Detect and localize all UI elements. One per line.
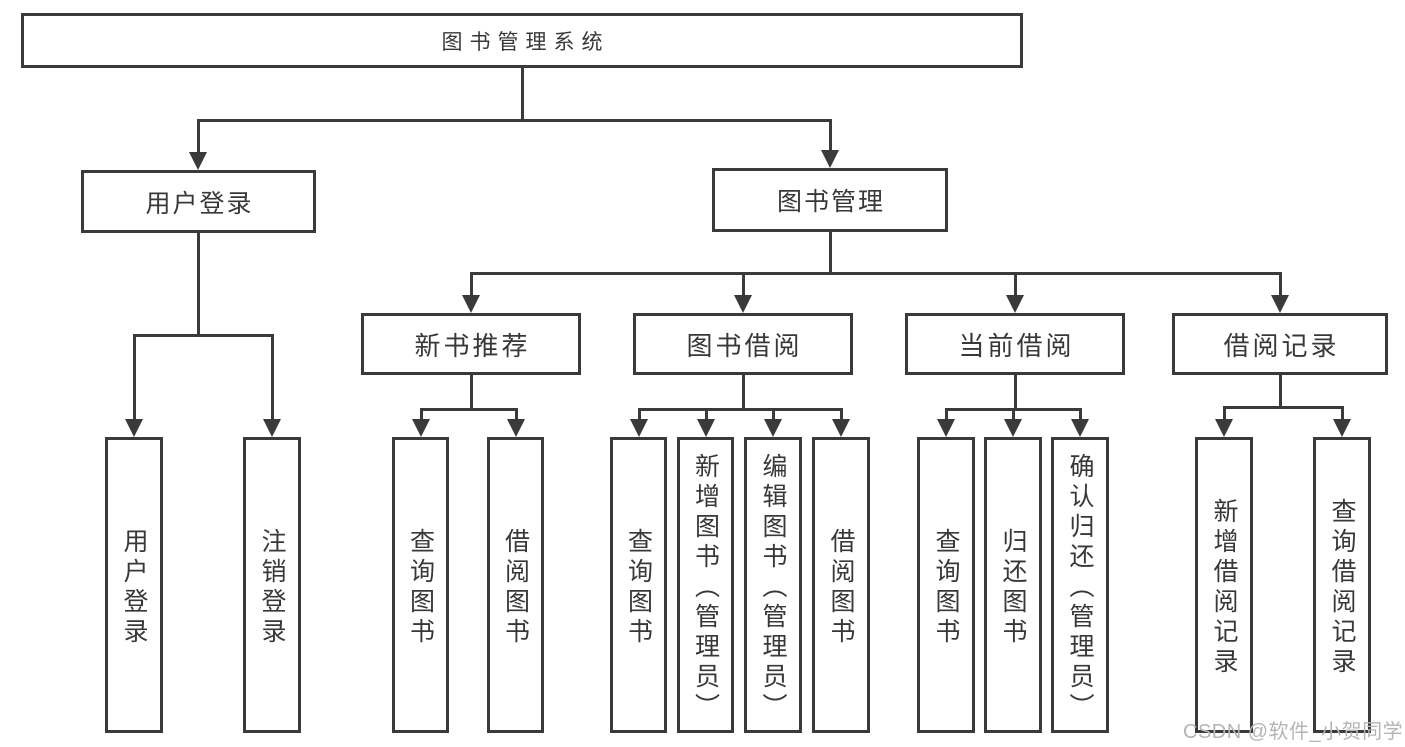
leaf-logout-label: 注销登录 (258, 527, 286, 648)
node-book-borrowing-label: 图书借阅 (686, 330, 803, 361)
arrow-to-book-borrowing (734, 272, 752, 313)
leaf-borrow-books-newrec-label: 借阅图书 (501, 527, 530, 648)
arrow-to-borrowing-records (1271, 272, 1289, 313)
leaf-edit-books-admin: 编辑图书（管理员） (744, 437, 802, 733)
connector-current-borrowing-trunk (1013, 375, 1017, 410)
connector-new-book-recommend-trunk (469, 375, 473, 410)
leaf-query-borrow-record-label: 查询借阅记录 (1328, 497, 1356, 678)
leaf-borrow-books-newrec: 借阅图书 (487, 437, 544, 733)
leaf-add-borrow-record-label: 新增借阅记录 (1210, 497, 1238, 678)
node-user-login: 用户登录 (81, 170, 316, 233)
node-book-borrowing: 图书借阅 (633, 313, 853, 375)
leaf-user-login-label: 用户登录 (120, 527, 148, 648)
arrow-to-leaf-query-books-3 (937, 408, 955, 437)
connector-book-borrowing-bar (637, 408, 843, 411)
arrowhead-icon (1071, 419, 1089, 437)
connector-book-borrowing-trunk (741, 375, 745, 410)
leaf-query-books-newrec-label: 查询图书 (406, 527, 435, 648)
leaf-query-books-current-label: 查询图书 (932, 527, 960, 648)
arrowhead-icon (263, 419, 281, 437)
arrowhead-icon (412, 419, 430, 437)
arrow-to-leaf-edit-books (764, 408, 782, 437)
arrow-to-leaf-query-borrow-record (1333, 406, 1351, 437)
node-library-management-system: 图书管理系统 (21, 13, 1023, 68)
leaf-return-books-label: 归还图书 (999, 527, 1027, 648)
arrowhead-icon (764, 419, 782, 437)
leaf-add-books-admin: 新增图书（管理员） (677, 437, 734, 733)
leaf-return-books: 归还图书 (984, 437, 1042, 733)
node-borrowing-records: 借阅记录 (1172, 313, 1388, 375)
node-borrowing-records-label: 借阅记录 (1223, 330, 1340, 361)
arrow-to-book-management (821, 119, 839, 168)
arrow-to-leaf-query-books-1 (412, 408, 430, 437)
connector-book-management-trunk (828, 231, 832, 274)
leaf-query-borrow-record: 查询借阅记录 (1313, 437, 1371, 733)
arrow-to-new-book-recommend (462, 272, 480, 313)
leaf-query-books-newrec: 查询图书 (392, 437, 449, 733)
leaf-borrow-books-borrow: 借阅图书 (812, 437, 870, 733)
arrowhead-icon (125, 419, 143, 437)
node-current-borrowing-label: 当前借阅 (958, 330, 1075, 361)
csdn-watermark: CSDN @软件_小贺同学 (1183, 721, 1404, 743)
arrow-to-leaf-confirm-return (1071, 408, 1089, 437)
connector-user-login-trunk (196, 232, 200, 335)
arrow-to-leaf-add-books (697, 408, 715, 437)
arrow-to-leaf-borrow-books-2 (832, 408, 850, 437)
arrowhead-icon (189, 152, 207, 170)
arrowhead-icon (507, 419, 525, 437)
connector-book-management-bar (469, 272, 1282, 275)
leaf-confirm-return-admin-label: 确认归还（管理员） (1066, 452, 1094, 723)
leaf-query-books-current: 查询图书 (917, 437, 975, 733)
leaf-borrow-books-borrow-label: 借阅图书 (827, 527, 855, 648)
arrowhead-icon (937, 419, 955, 437)
leaf-query-books-borrow: 查询图书 (610, 437, 667, 733)
arrowhead-icon (821, 150, 839, 168)
arrowhead-icon (462, 295, 480, 313)
node-book-management: 图书管理 (712, 168, 948, 232)
leaf-add-borrow-record: 新增借阅记录 (1195, 437, 1253, 733)
connector-user-login-bar (132, 334, 274, 337)
connector-borrowing-records-trunk (1278, 375, 1282, 408)
arrowhead-icon (1271, 295, 1289, 313)
arrowhead-icon (1006, 295, 1024, 313)
leaf-query-books-borrow-label: 查询图书 (624, 527, 653, 648)
leaf-confirm-return-admin: 确认归还（管理员） (1051, 437, 1109, 733)
node-new-book-recommend: 新书推荐 (361, 313, 581, 375)
arrowhead-icon (1333, 419, 1351, 437)
node-current-borrowing: 当前借阅 (905, 313, 1125, 375)
arrowhead-icon (1215, 419, 1233, 437)
node-library-management-system-label: 图书管理系统 (441, 30, 610, 54)
node-user-login-label: 用户登录 (145, 189, 254, 218)
arrowhead-icon (630, 419, 648, 437)
arrowhead-icon (697, 419, 715, 437)
arrow-to-leaf-user-login (125, 334, 143, 437)
arrowhead-icon (832, 419, 850, 437)
node-new-book-recommend-label: 新书推荐 (414, 330, 531, 361)
connector-new-book-recommend-bar (419, 408, 518, 411)
leaf-user-login: 用户登录 (105, 437, 163, 733)
arrow-to-leaf-add-borrow-record (1215, 406, 1233, 437)
arrow-to-leaf-return-books (1004, 408, 1022, 437)
leaf-edit-books-admin-label: 编辑图书（管理员） (759, 452, 787, 723)
connector-root-trunk (520, 67, 524, 120)
connector-root-bar (196, 119, 832, 122)
arrowhead-icon (1004, 419, 1022, 437)
arrow-to-current-borrowing (1006, 272, 1024, 313)
arrow-to-leaf-borrow-books-1 (507, 408, 525, 437)
arrow-to-leaf-query-books-2 (630, 408, 648, 437)
arrow-to-user-login (189, 119, 207, 170)
leaf-add-books-admin-label: 新增图书（管理员） (691, 452, 720, 723)
arrow-to-leaf-logout (263, 334, 281, 437)
leaf-logout: 注销登录 (243, 437, 301, 733)
arrowhead-icon (734, 295, 752, 313)
node-book-management-label: 图书管理 (776, 188, 885, 216)
connector-borrowing-records-bar (1222, 406, 1344, 409)
